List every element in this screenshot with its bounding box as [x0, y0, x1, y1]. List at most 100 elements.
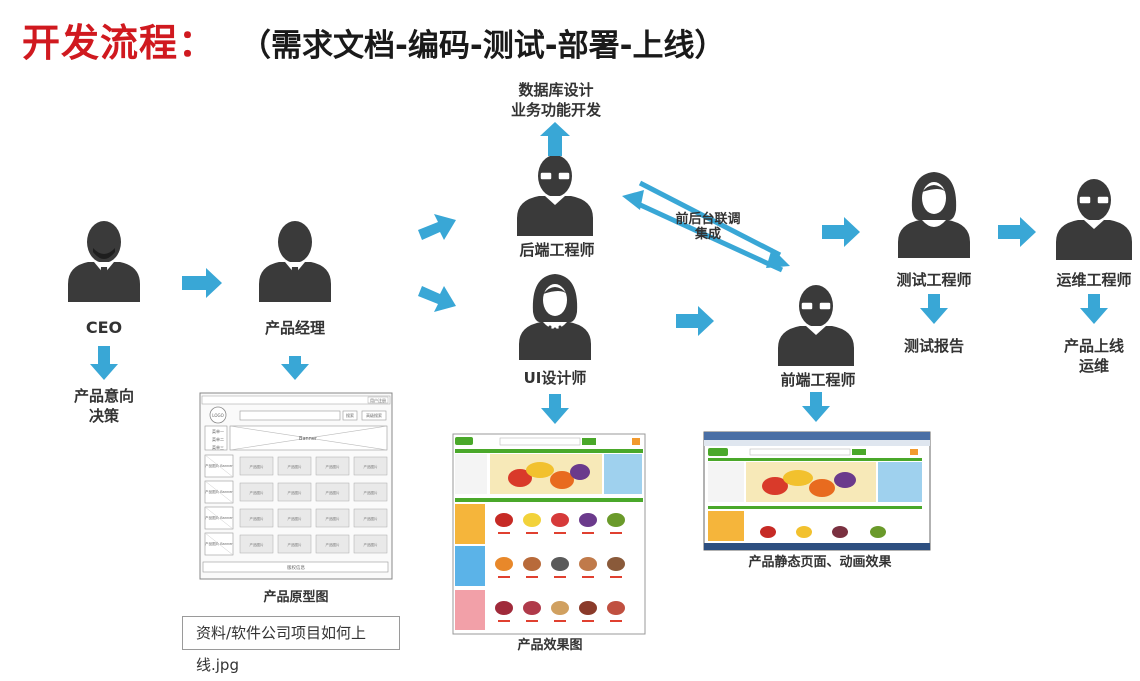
- wireframe-product-cell-label: 产品图片: [326, 490, 340, 495]
- wireframe-row-label: 产品图片 Banner: [205, 463, 233, 468]
- wireframe-row-label: 产品图片 Banner: [205, 541, 233, 546]
- arrow-frontend-to-tester: [822, 217, 860, 247]
- wireframe-product-cell: [353, 482, 388, 502]
- design-product-thumb: [579, 557, 597, 571]
- arrow-frontend-down: [802, 392, 830, 422]
- wireframe-product-cell-label: 产品图片: [250, 542, 264, 547]
- wireframe-product-cell-label: 产品图片: [364, 464, 378, 469]
- wireframe-menu-2: 菜单二: [212, 436, 224, 442]
- wireframe-top-link: 用户注册: [370, 397, 386, 403]
- role-pm: 产品经理: [264, 319, 326, 337]
- static-page-caption: 产品静态页面、动画效果: [748, 555, 892, 570]
- pm-person-icon: [259, 221, 331, 302]
- integration-label-line1: 前后台联调: [675, 212, 741, 227]
- design-product-thumb: [607, 557, 625, 571]
- arrow-ceo-to-pm: [182, 268, 222, 298]
- ceo-person-icon: [68, 221, 140, 302]
- role-frontend: 前端工程师: [780, 371, 856, 389]
- design-caption: 产品效果图: [517, 638, 583, 653]
- backend-output-line2: 业务功能开发: [510, 101, 602, 119]
- wireframe-footer: 版权信息: [287, 564, 305, 571]
- wireframe-logo: LOGO: [212, 413, 223, 418]
- wireframe-product-cell: [315, 482, 350, 502]
- integration-arrow-head-right: [766, 248, 790, 268]
- static-page-browser: [703, 431, 931, 551]
- design-product-thumb: [495, 601, 513, 615]
- design-product-thumb: [607, 601, 625, 615]
- page-subtitle: （需求文档-编码-测试-部署-上线）: [240, 28, 726, 64]
- design-product-price: [582, 620, 594, 622]
- design-product-thumb: [495, 513, 513, 527]
- wireframe-product-cell-label: 产品图片: [326, 516, 340, 521]
- design-product-thumb: [551, 557, 569, 571]
- design-product-thumb: [523, 513, 541, 527]
- wireframe-row-label: 产品图片 Banner: [205, 489, 233, 494]
- wireframe-product-cell: [353, 534, 388, 554]
- role-backend: 后端工程师: [519, 241, 595, 259]
- frontend-person-icon: [777, 284, 855, 367]
- design-product-thumb: [579, 601, 597, 615]
- design-mockup: [452, 433, 646, 635]
- wireframe-product-cell-label: 产品图片: [364, 542, 378, 547]
- design-product-price: [526, 576, 538, 578]
- wireframe-product-cell: [277, 482, 312, 502]
- design-product-price: [526, 532, 538, 534]
- prototype-caption: 产品原型图: [263, 590, 329, 605]
- design-product-price: [498, 532, 510, 534]
- wireframe-product-cell: [239, 456, 274, 476]
- integration-arrows: [634, 180, 784, 273]
- wireframe-banner: Banner: [299, 436, 318, 442]
- wireframe-product-cell: [315, 456, 350, 476]
- wireframe-product-cell: [277, 534, 312, 554]
- wireframe-product-cell: [353, 456, 388, 476]
- ops-output-line1: 产品上线: [1063, 337, 1125, 355]
- arrow-pm-to-backend: [418, 214, 456, 240]
- role-ceo: CEO: [85, 318, 123, 337]
- design-product-price: [554, 576, 566, 578]
- design-product-price: [582, 576, 594, 578]
- design-product-thumb: [551, 513, 569, 527]
- backend-output-line1: 数据库设计: [518, 81, 594, 99]
- arrow-ops-down: [1080, 294, 1108, 324]
- design-product-price: [610, 532, 622, 534]
- design-product-price: [498, 576, 510, 578]
- wireframe-product-cell: [239, 482, 274, 502]
- arrow-pm-to-ui: [418, 286, 456, 312]
- wireframe-product-cell-label: 产品图片: [326, 464, 340, 469]
- design-product-price: [582, 532, 594, 534]
- ops-person-icon: [1055, 178, 1133, 261]
- wireframe-product-cell: [315, 508, 350, 528]
- wireframe-row-cross: [204, 480, 234, 504]
- wireframe-product-cell: [239, 534, 274, 554]
- integration-label-line2: 集成: [694, 227, 722, 242]
- wireframe-product-cell: [277, 456, 312, 476]
- wireframe-row-cross: [204, 454, 234, 478]
- role-ops: 运维工程师: [1056, 271, 1132, 289]
- wireframe-product-cell-label: 产品图片: [288, 516, 302, 521]
- design-product-price: [554, 620, 566, 622]
- ui-person-icon: [519, 274, 591, 360]
- design-product-price: [498, 620, 510, 622]
- design-product-thumb: [551, 601, 569, 615]
- wireframe-product-cell: [277, 508, 312, 528]
- backend-person-icon: [516, 154, 594, 237]
- arrow-tester-to-ops: [998, 217, 1036, 247]
- ops-output-line2: 运维: [1078, 357, 1110, 375]
- wireframe-product-cell-label: 产品图片: [288, 542, 302, 547]
- wireframe-product-cell-label: 产品图片: [250, 490, 264, 495]
- ceo-output-line2: 决策: [88, 407, 120, 425]
- wireframe-product-cell-label: 产品图片: [326, 542, 340, 547]
- integration-arrow-head-left: [622, 190, 644, 210]
- design-product-price: [610, 620, 622, 622]
- design-product-thumb: [579, 513, 597, 527]
- role-ui: UI设计师: [523, 369, 587, 387]
- wireframe-menu-1: 菜单一: [212, 428, 224, 434]
- wireframe-menu-3: 菜单三: [212, 444, 224, 450]
- design-product-price: [554, 532, 566, 534]
- flow-diagram: 开发流程： （需求文档-编码-测试-部署-上线）: [22, 21, 1133, 674]
- prototype-wireframe: 用户注册 LOGO 搜索 高级搜索 菜单一 菜单二 菜单三 Banner 产品图…: [199, 392, 393, 580]
- ceo-output-line1: 产品意向: [73, 387, 135, 405]
- wireframe-product-cell-label: 产品图片: [364, 516, 378, 521]
- wireframe-product-cell: [239, 508, 274, 528]
- design-product-thumb: [523, 557, 541, 571]
